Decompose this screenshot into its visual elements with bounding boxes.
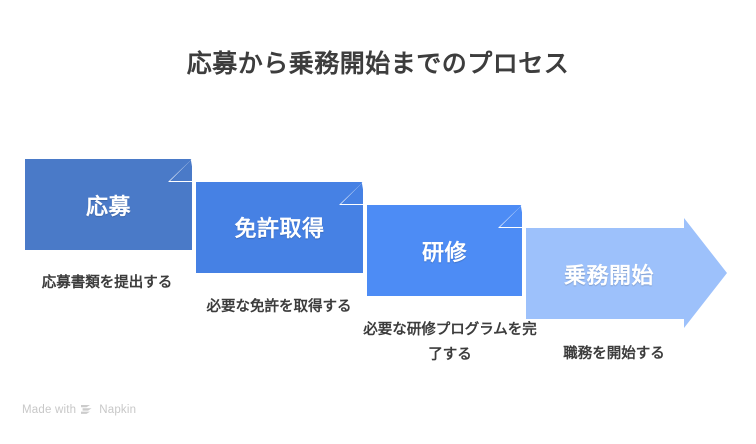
fold-connector-3-4 bbox=[520, 204, 528, 229]
process-step-2-shape[interactable] bbox=[196, 182, 363, 273]
process-step-2-label: 免許取得 bbox=[234, 216, 325, 241]
process-step-1-label: 応募 bbox=[85, 194, 131, 219]
page-title: 応募から乗務開始までのプロセス bbox=[186, 50, 570, 78]
process-step-3-label: 研修 bbox=[421, 240, 467, 265]
napkin-brand-label: Napkin bbox=[99, 404, 137, 416]
napkin-logo-icon bbox=[81, 404, 94, 416]
process-step-4-caption: 職務を開始する bbox=[563, 346, 665, 362]
process-step-4-label: 乗務開始 bbox=[563, 263, 654, 288]
fold-connector-1-2 bbox=[190, 158, 198, 184]
process-step-3-shape[interactable] bbox=[367, 205, 522, 296]
fold-connector-2-3 bbox=[361, 181, 369, 206]
napkin-watermark: Made with Napkin bbox=[22, 404, 136, 416]
process-step-1-shape[interactable] bbox=[25, 159, 192, 250]
made-with-label: Made with bbox=[22, 404, 77, 416]
process-step-3-caption: 必要な研修プログラムを完了する bbox=[363, 322, 537, 363]
process-step-2-caption: 必要な免許を取得する bbox=[206, 299, 352, 315]
process-step-4-shape[interactable] bbox=[526, 218, 727, 328]
process-step-1-caption: 応募書類を提出する bbox=[41, 275, 173, 291]
